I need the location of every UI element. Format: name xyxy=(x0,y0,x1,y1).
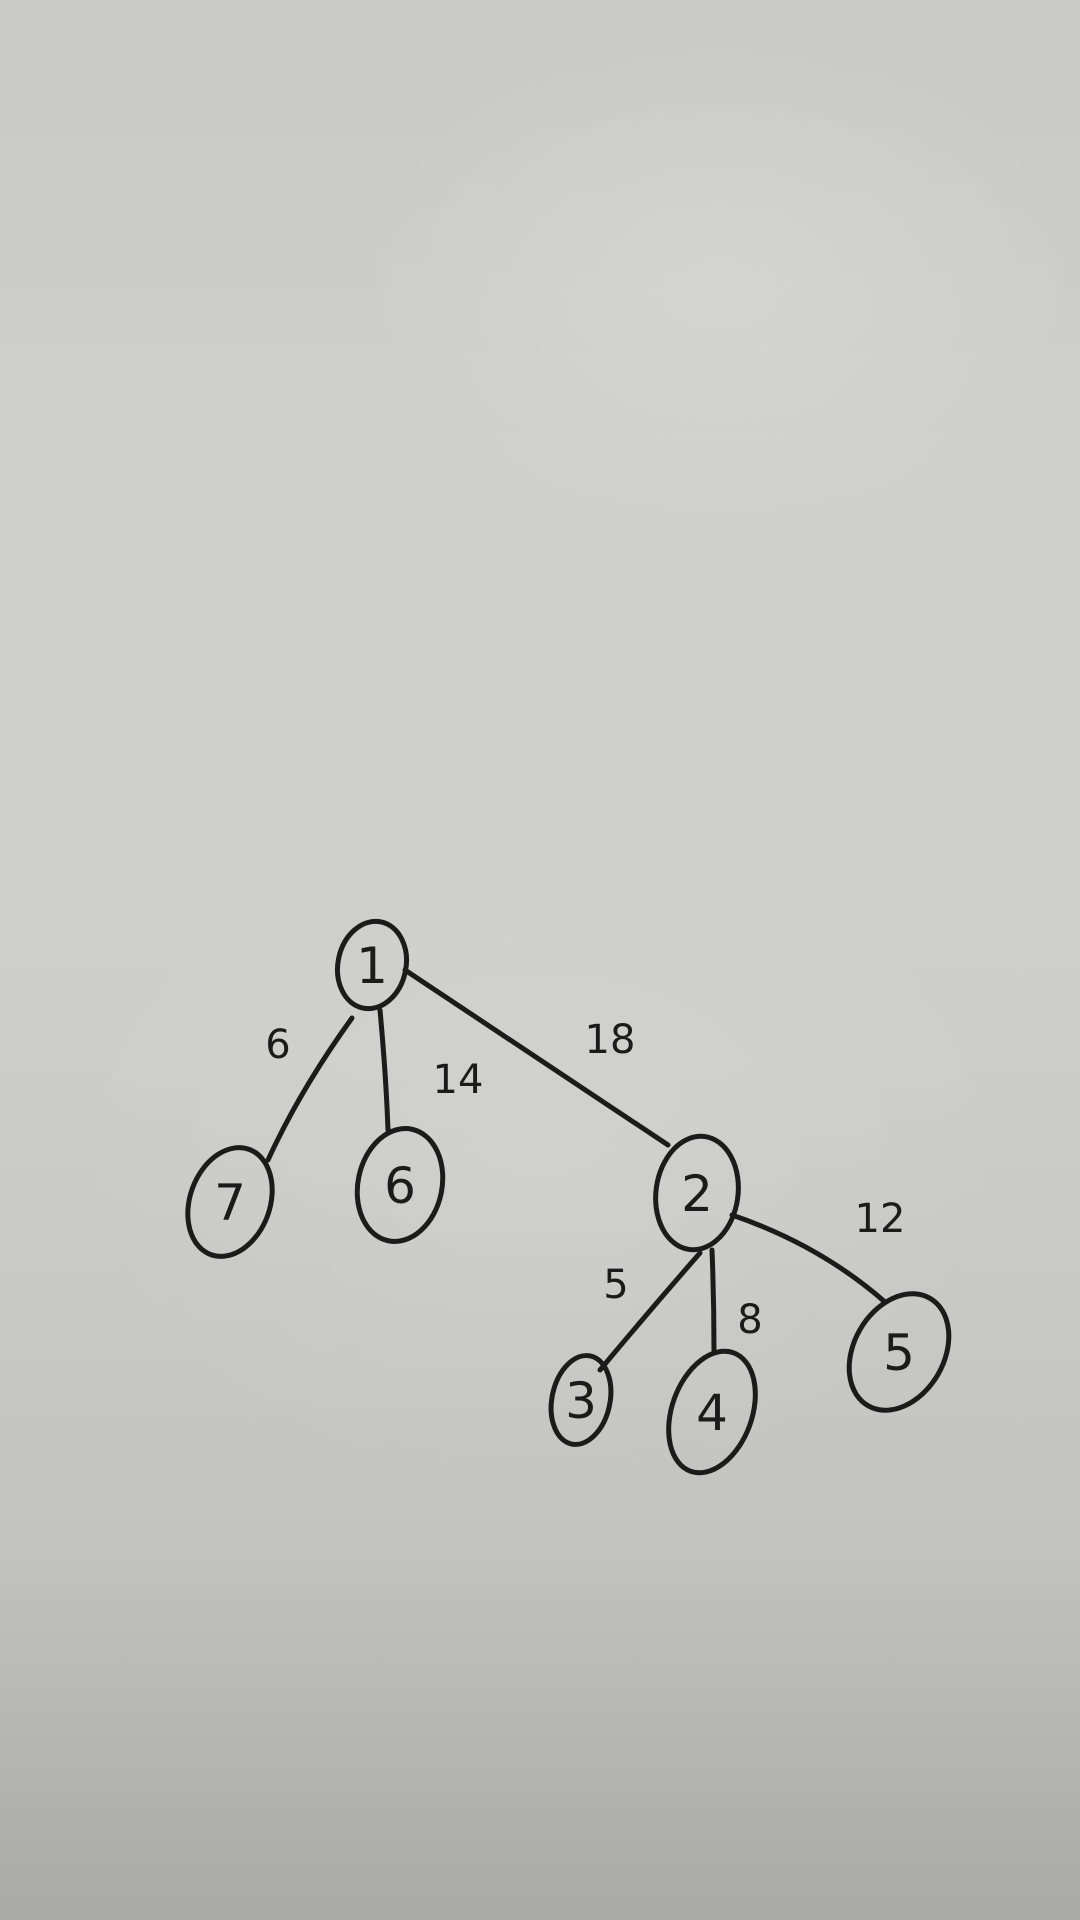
node-label-7: 7 xyxy=(214,1174,246,1232)
node-circle-1 xyxy=(335,918,409,1012)
edge-weight-1-7: 6 xyxy=(265,1022,290,1068)
node-5: 5 xyxy=(846,1291,952,1413)
node-3: 3 xyxy=(548,1353,614,1447)
node-1: 1 xyxy=(335,918,409,1012)
edge-2-3 xyxy=(597,1250,703,1373)
node-label-2: 2 xyxy=(681,1165,713,1223)
node-7: 7 xyxy=(185,1145,275,1259)
node-label-4: 4 xyxy=(696,1384,728,1442)
edge-weight-1-6: 14 xyxy=(433,1057,484,1103)
node-circle-6 xyxy=(354,1126,446,1244)
edge-weight-2-3: 5 xyxy=(603,1262,628,1308)
node-circle-4 xyxy=(666,1348,758,1476)
edge-1-7 xyxy=(265,1015,355,1163)
edge-1-2 xyxy=(402,967,671,1148)
node-circle-3 xyxy=(548,1353,614,1447)
edge-weight-2-5: 12 xyxy=(855,1196,906,1242)
node-6: 6 xyxy=(354,1126,446,1244)
edge-1-6 xyxy=(377,1007,391,1133)
node-circle-2 xyxy=(653,1133,741,1253)
node-4: 4 xyxy=(666,1348,758,1476)
edge-weight-1-2: 18 xyxy=(585,1017,636,1063)
node-circle-7 xyxy=(185,1145,275,1259)
node-label-1: 1 xyxy=(356,937,388,995)
node-2: 2 xyxy=(653,1133,741,1253)
edge-2-5 xyxy=(729,1212,888,1305)
edge-2-4 xyxy=(709,1247,717,1353)
node-circle-5 xyxy=(846,1291,952,1413)
node-label-5: 5 xyxy=(883,1324,915,1382)
node-label-6: 6 xyxy=(384,1157,416,1215)
edge-weight-2-4: 8 xyxy=(737,1297,762,1343)
node-label-3: 3 xyxy=(565,1372,597,1430)
